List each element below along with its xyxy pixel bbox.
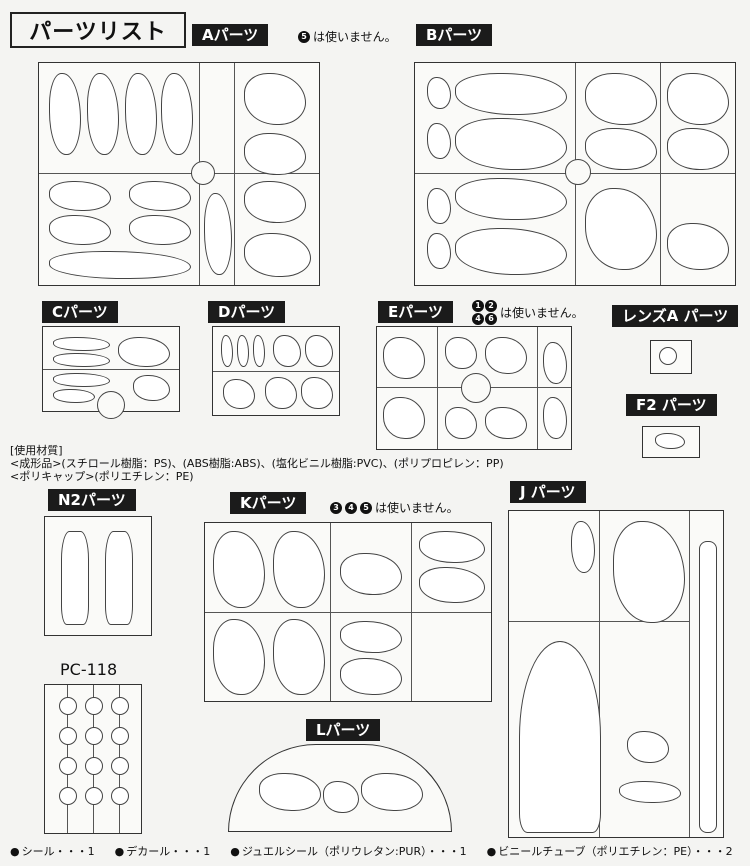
runner-b [414,62,736,286]
unused-part-number: 5 [298,30,310,43]
page-title: パーツリスト [10,12,186,48]
section-label-n2: N2パーツ [48,489,136,511]
runner-n2 [44,516,152,636]
runner-lens-a [650,340,692,374]
runner-l [228,744,452,832]
materials-heading: [使用材質] [10,444,63,457]
section-label-pc118: PC-118 [60,660,118,679]
runner-f2 [642,426,700,458]
section-label-lens-a: レンズA パーツ [612,305,739,327]
runner-c [42,326,180,419]
runner-pc118 [44,684,142,834]
materials-line-1: <成形品>(スチロール樹脂：PS)、(ABS樹脂:ABS)、(塩化ビニル樹脂:P… [10,457,504,470]
runner-k [204,522,492,702]
footer-item-sticker: シール・・・1 [10,843,95,859]
section-label-d: Dパーツ [208,301,286,323]
section-label-k: Kパーツ [230,492,307,514]
runner-j [508,510,724,838]
section-label-l: Lパーツ [306,719,381,741]
contents-footer: シール・・・1 デカール・・・1 ジュエルシール（ポリウレタン:PUR）・・・1… [10,843,733,859]
section-label-c: Cパーツ [42,301,118,323]
footer-item-decal: デカール・・・1 [115,843,210,859]
section-label-e: Eパーツ [378,301,453,323]
section-label-a: Aパーツ [192,24,269,46]
runner-e [376,326,572,450]
runner-d [212,326,340,416]
footer-item-jewel-seal: ジュエルシール（ポリウレタン:PUR）・・・1 [230,843,467,859]
section-note-k: 3 4 5 は使いません。 [330,499,459,516]
section-label-b: Bパーツ [416,24,493,46]
section-label-j: J パーツ [510,481,586,503]
materials-line-2: <ポリキャップ>(ポリエチレン：PE) [10,470,194,483]
runner-a [38,62,320,286]
section-label-f2: F2 パーツ [626,394,717,416]
section-note-a: 5 は使いません。 [298,28,397,45]
footer-item-vinyl-tube: ビニールチューブ（ポリエチレン：PE）・・・2 [487,843,732,859]
